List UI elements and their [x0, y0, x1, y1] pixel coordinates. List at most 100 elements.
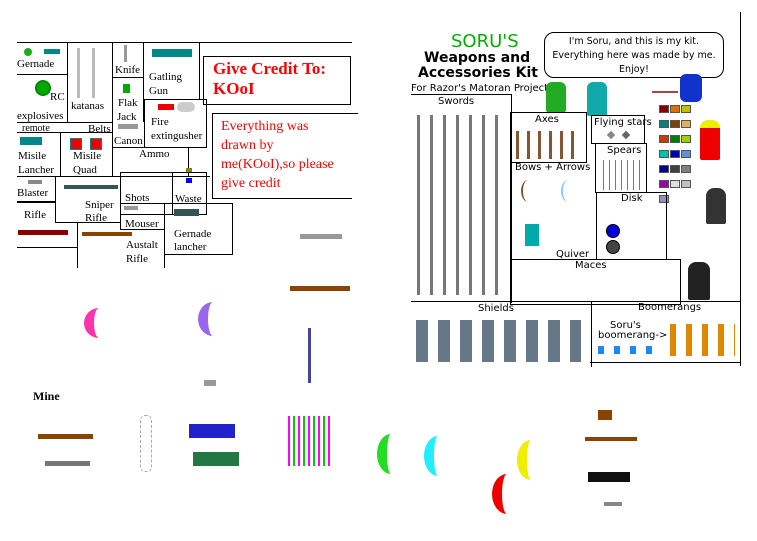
palette-swatch [670, 165, 680, 173]
divider [143, 42, 144, 122]
grenade-sprite [24, 48, 32, 56]
divider [199, 42, 200, 100]
palette-swatch [670, 150, 680, 158]
waste-sprite [186, 168, 192, 172]
mine-machine-gun-sprite [588, 472, 630, 482]
matoran-red-sprite [700, 120, 720, 160]
small-gun-sprite [204, 380, 216, 386]
arrow-sprite [652, 91, 678, 93]
missile-quad-sprite [90, 138, 102, 150]
blaster-sprite [28, 180, 42, 184]
flying-star-sprite [621, 130, 631, 140]
kit-title-2: Accessories Kit [418, 65, 538, 81]
label-fire: Fire [151, 116, 169, 128]
katana-sprite [92, 48, 95, 98]
knife-sprite [124, 45, 127, 62]
disk-blue-sprite [606, 224, 620, 238]
divider [740, 12, 741, 366]
mine-rifle-sprite [38, 434, 93, 439]
label-gatling: Gatling [149, 71, 182, 83]
label-extingusher: extingusher [151, 130, 203, 142]
katana-sprite [77, 48, 80, 98]
austalt-rifle-sprite [82, 232, 132, 236]
mine-shotgun-sprite [585, 437, 637, 441]
mine-small-gun-sprite [604, 502, 622, 506]
soru-boomerang-label: Soru's [610, 320, 641, 331]
spears-section: Spears [595, 143, 647, 193]
label-rc: RC [50, 91, 65, 103]
swords-heading: Swords [438, 96, 475, 107]
shields-section: Shields [411, 301, 592, 367]
mine-chain-sprite [140, 415, 152, 472]
palette-swatch [659, 195, 669, 203]
flying-stars-section: Flying stars [591, 115, 652, 144]
grenade-pin-sprite [44, 49, 60, 54]
label-katanas: katanas [71, 100, 104, 112]
label-austalt: Austalt [126, 239, 158, 251]
label-gernade-lancher: Gernade [174, 228, 212, 240]
credit-box: Give Credit To: KOoI [203, 56, 351, 105]
mine-pistol-sprite [598, 410, 612, 420]
divider [112, 42, 113, 132]
disk-gray-sprite [606, 240, 620, 254]
label-quad: Quad [73, 164, 97, 176]
matoran-cyan-sprite [525, 224, 539, 246]
soru-boomerang-sprites [598, 346, 658, 354]
palette-swatch [670, 135, 680, 143]
shotgun-sprite [290, 286, 350, 291]
mouser-sprite [124, 206, 138, 210]
matoran-green-sprite [546, 82, 566, 112]
credit-note-line: give credit [221, 176, 281, 191]
label-shots: Shots [125, 192, 150, 204]
divider [112, 122, 113, 176]
palette-swatch [659, 150, 669, 158]
label-blaster: Blaster [17, 187, 49, 199]
divider [60, 132, 61, 176]
gatling-gun-sprite [152, 49, 192, 57]
axes-sprites [516, 131, 581, 159]
maces-heading: Maces [575, 260, 607, 271]
rifle-sprite [18, 230, 68, 235]
missile-launcher-sprite [20, 137, 42, 145]
label-gernade: Gernade [17, 58, 55, 70]
swords-sprites [417, 115, 502, 295]
palette-swatch [670, 105, 680, 113]
palette-swatch [659, 105, 669, 113]
palette-swatch [659, 180, 669, 188]
label-explosives: explosives [17, 110, 64, 122]
fire-extinguisher-sprite [158, 104, 174, 110]
shields-heading: Shields [478, 303, 514, 314]
flying-stars-heading: Flying stars [594, 117, 652, 128]
disk-heading: Disk [621, 193, 643, 204]
palette-swatch [670, 180, 680, 188]
bows-section: Bows + Arrows Quiver [510, 162, 597, 260]
spears-sprites [603, 160, 643, 190]
boomerang-purple-sprite [198, 302, 228, 336]
matoran-black-sprite [688, 262, 710, 300]
quiver-heading: Quiver [556, 249, 590, 260]
divider [67, 42, 68, 122]
credit-note-line: me(KOoI),so please [221, 157, 334, 172]
pistol-sprite [300, 234, 342, 239]
palette-swatch [659, 135, 669, 143]
boomerang-pink-sprite [84, 308, 114, 338]
flying-star-sprite [606, 130, 616, 140]
mine-green-cannon-sprite [193, 452, 239, 466]
shields-sprites [416, 320, 581, 362]
kit-subtitle: For Razor's Matoran Project [411, 83, 549, 94]
palette-swatch [659, 165, 669, 173]
kit-title: Weapons and [424, 50, 531, 66]
divider [17, 42, 352, 43]
boomerang-red-sprite [492, 474, 522, 514]
extinguisher-spray-sprite [177, 102, 195, 112]
divider [17, 122, 112, 123]
label-belts: Belts [88, 123, 111, 135]
palette-swatch [681, 165, 691, 173]
missile-quad-sprite [70, 138, 82, 150]
divider [17, 201, 55, 203]
palette-swatch [681, 150, 691, 158]
divider [17, 132, 113, 133]
waste-sprite [186, 178, 192, 183]
palette-swatch [681, 180, 691, 188]
label-mine: Mine [33, 389, 60, 403]
